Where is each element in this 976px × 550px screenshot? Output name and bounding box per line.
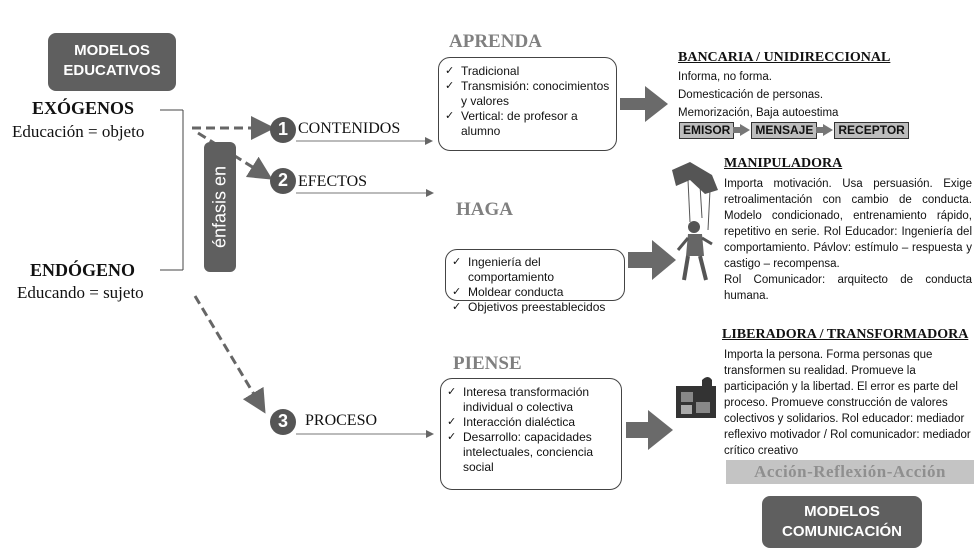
aprenda-box: Tradicional Transmisión: conocimientos y… bbox=[438, 57, 617, 151]
accion-reflexion-banner: Acción-Reflexión-Acción bbox=[726, 460, 974, 484]
liberadora-title: LIBERADORA / TRANSFORMADORA bbox=[722, 327, 969, 342]
piense-heading: PIENSE bbox=[453, 353, 522, 374]
bancaria-title: BANCARIA / UNIDIRECCIONAL bbox=[678, 50, 891, 65]
list-item: Ingeniería del comportamiento bbox=[446, 255, 624, 285]
bancaria-line: Memorización, Baja autoestima bbox=[678, 107, 839, 119]
block-arrow-piense bbox=[626, 410, 673, 450]
aprenda-heading: APRENDA bbox=[449, 31, 542, 52]
piense-box: Interesa transformación individual o col… bbox=[440, 378, 622, 490]
step1-circle bbox=[270, 117, 296, 143]
flow-arrow-icon bbox=[816, 123, 834, 136]
step3-number: 3 bbox=[277, 411, 288, 431]
step3-label: PROCESO bbox=[305, 412, 378, 429]
step1-label: CONTENIDOS bbox=[298, 120, 401, 137]
exogenos-subtitle: Educación = objeto bbox=[12, 122, 145, 141]
list-item: Objetivos preestablecidos bbox=[446, 300, 624, 315]
manipuladora-text2: Rol Comunicador: arquitecto de conducta … bbox=[724, 274, 972, 302]
badge-line1: MODELOS bbox=[74, 42, 150, 59]
manipuladora-title: MANIPULADORA bbox=[724, 156, 843, 171]
badge-line1: MODELOS bbox=[804, 503, 880, 520]
enfasis-label: énfasis en bbox=[209, 165, 230, 249]
banner-text: Acción-Reflexión-Acción bbox=[754, 462, 946, 481]
list-item: Interesa transformación individual o col… bbox=[441, 385, 621, 415]
block-arrow-aprenda bbox=[620, 86, 668, 122]
step1-number: 1 bbox=[277, 119, 288, 139]
list-item: Desarrollo: capacidades intelectuales, c… bbox=[441, 430, 621, 475]
liberadora-text: Importa la persona. Forma personas que t… bbox=[724, 349, 971, 457]
badge-line2: EDUCATIVOS bbox=[63, 62, 161, 79]
list-item: Moldear conducta bbox=[446, 285, 624, 300]
badge-line2: COMUNICACIÓN bbox=[782, 523, 902, 540]
list-item: Tradicional bbox=[439, 64, 616, 79]
list-item: Vertical: de profesor a alumno bbox=[439, 109, 616, 139]
flow-receptor: RECEPTOR bbox=[834, 122, 909, 139]
haga-box: Ingeniería del comportamiento Moldear co… bbox=[445, 249, 625, 315]
endogeno-title: ENDÓGENO bbox=[30, 260, 136, 280]
puppet-hand-icon bbox=[672, 162, 718, 281]
flow-arrow-icon bbox=[733, 123, 751, 136]
haga-heading: HAGA bbox=[456, 199, 513, 220]
bancaria-line: Domesticación de personas. bbox=[678, 89, 824, 101]
step2-label: EFECTOS bbox=[298, 173, 368, 190]
step2-circle bbox=[270, 168, 296, 194]
exogenos-title: EXÓGENOS bbox=[32, 98, 135, 118]
dashed-arrow-3 bbox=[193, 295, 266, 414]
list-item: Transmisión: conocimientos y valores bbox=[439, 79, 616, 109]
list-item: Interacción dialéctica bbox=[441, 415, 621, 430]
enfasis-en-badge: énfasis en bbox=[204, 142, 236, 272]
communication-flow: EMISOR MENSAJE RECEPTOR bbox=[679, 121, 909, 139]
step2-number: 2 bbox=[277, 170, 288, 190]
bancaria-line: Informa, no forma. bbox=[678, 71, 772, 83]
flow-emisor: EMISOR bbox=[679, 122, 735, 139]
endogeno-subtitle: Educando = sujeto bbox=[17, 283, 144, 302]
modelos-comunicacion-badge: MODELOS COMUNICACIÓN bbox=[762, 496, 922, 548]
puzzle-head-icon bbox=[676, 377, 716, 418]
flow-mensaje: MENSAJE bbox=[751, 122, 818, 139]
modelos-educativos-badge: MODELOS EDUCATIVOS bbox=[48, 33, 176, 91]
manipuladora-text: Importa motivación. Usa persuasión. Exig… bbox=[724, 178, 972, 270]
step3-circle bbox=[270, 409, 296, 435]
block-arrow-haga bbox=[628, 240, 676, 280]
bancaria-text: Informa, no forma. Domesticación de pers… bbox=[678, 68, 838, 122]
